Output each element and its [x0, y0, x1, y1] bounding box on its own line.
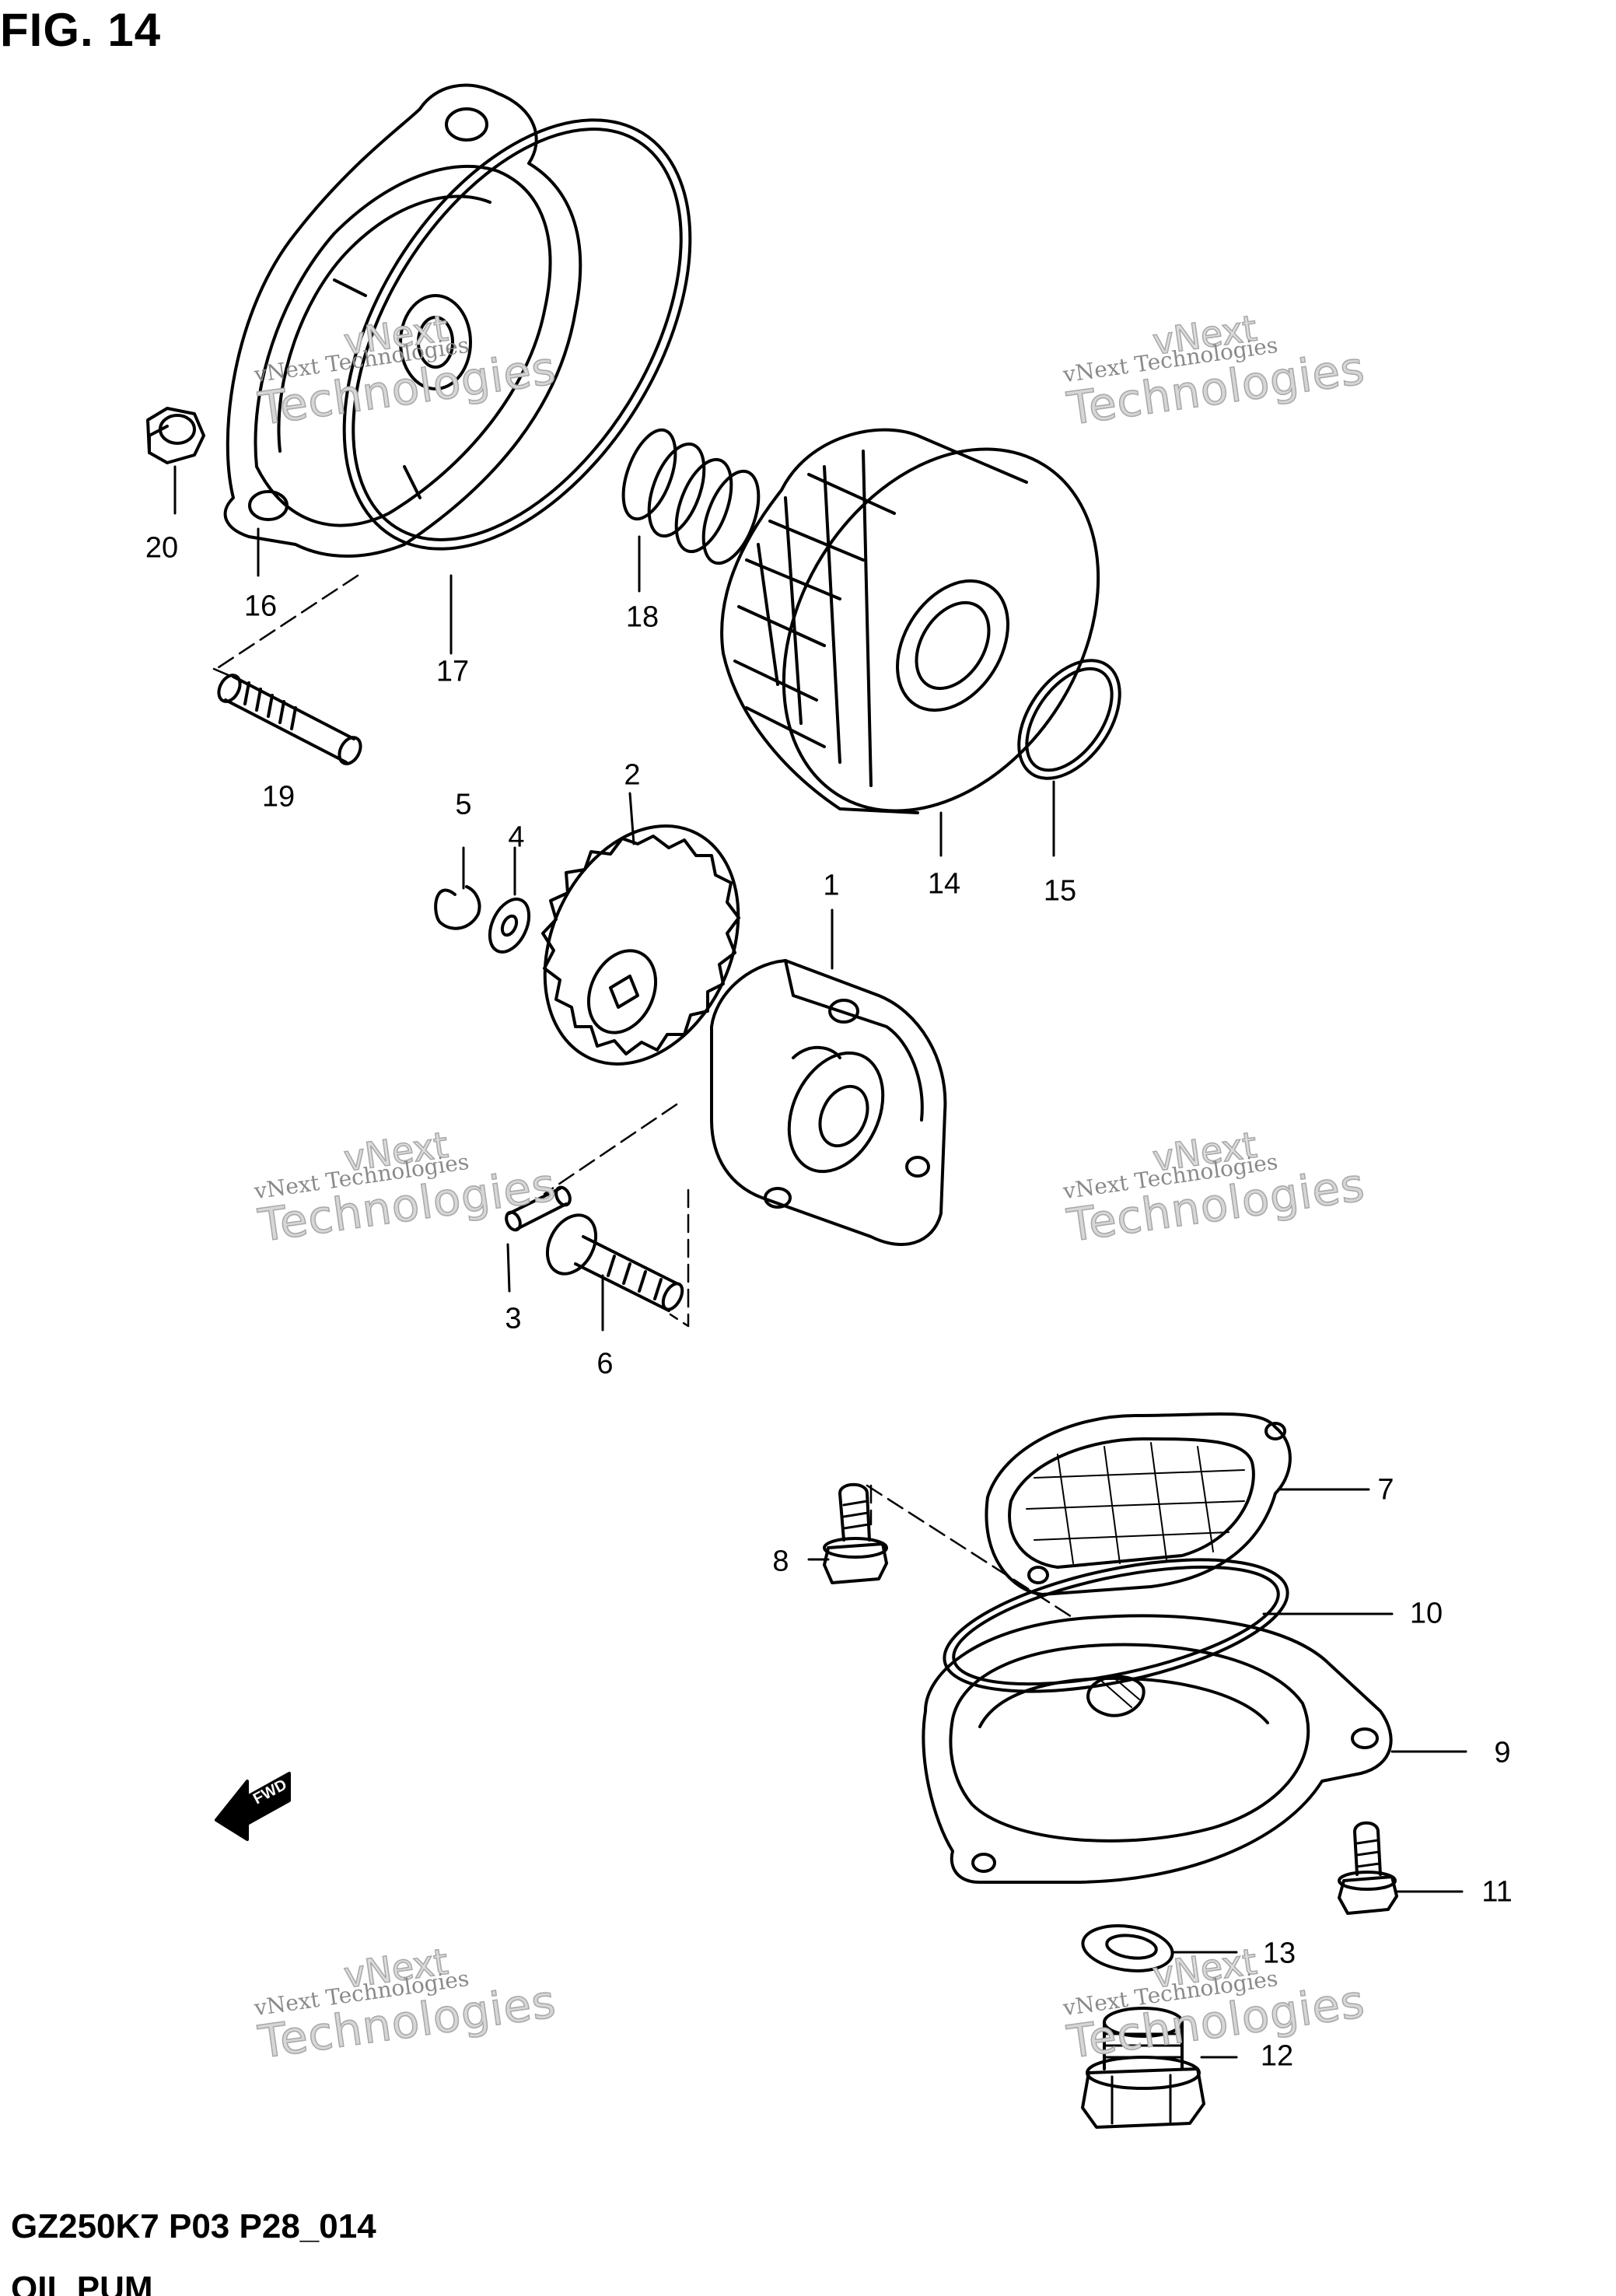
- part-4-washer: [488, 898, 531, 954]
- part-2-driven-gear: [541, 824, 740, 1066]
- part-label-7: 7: [1377, 1473, 1394, 1507]
- part-label-15: 15: [1043, 874, 1077, 908]
- part-label-8: 8: [772, 1545, 789, 1578]
- part-3-pin: [505, 1185, 572, 1232]
- part-11-bolt: [1338, 1821, 1398, 1915]
- part-label-10: 10: [1409, 1597, 1443, 1630]
- part-label-16: 16: [243, 590, 278, 623]
- part-label-6: 6: [596, 1347, 614, 1381]
- part-8-bolt: [823, 1482, 888, 1584]
- part-17-o-ring: [342, 118, 692, 551]
- diagram-name: OIL PUM: [11, 2270, 153, 2296]
- part-5-circlip: [434, 885, 481, 930]
- part-12-drain-plug: [1081, 2007, 1205, 2129]
- part-14-oil-filter: [720, 428, 1100, 814]
- part-label-11: 11: [1481, 1875, 1513, 1909]
- part-label-2: 2: [624, 758, 641, 792]
- figure-title: FIG. 14: [0, 4, 162, 56]
- part-label-5: 5: [455, 788, 472, 821]
- assembly-guide-lines: [212, 574, 1075, 1619]
- part-label-19: 19: [261, 780, 296, 814]
- part-6-screw: [545, 1213, 684, 1312]
- part-1-oil-pump-body: [710, 959, 947, 1246]
- part-label-14: 14: [927, 867, 961, 901]
- part-16-pump-cover: [223, 83, 582, 558]
- part-18-spring: [621, 428, 761, 565]
- part-label-1: 1: [823, 869, 840, 902]
- part-label-17: 17: [435, 655, 470, 688]
- part-label-20: 20: [145, 531, 179, 565]
- part-label-13: 13: [1262, 1937, 1296, 1970]
- part-label-18: 18: [625, 600, 659, 634]
- part-13-gasket-washer: [1081, 1924, 1174, 1972]
- part-label-4: 4: [508, 821, 525, 854]
- part-20-nut: [146, 407, 205, 464]
- leader-lines: [173, 465, 1467, 2059]
- part-label-12: 12: [1260, 2039, 1294, 2073]
- part-label-3: 3: [505, 1302, 522, 1335]
- diagram-code: GZ250K7 P03 P28_014: [11, 2207, 376, 2245]
- part-label-9: 9: [1494, 1736, 1511, 1769]
- part-9-oil-cover: [922, 1614, 1393, 1884]
- part-7-gasket: [985, 1412, 1292, 1596]
- fwd-arrow-icon: FWD: [215, 1772, 291, 1841]
- part-15-o-ring-small: [1017, 659, 1121, 780]
- part-19-stud-bolt: [217, 674, 362, 765]
